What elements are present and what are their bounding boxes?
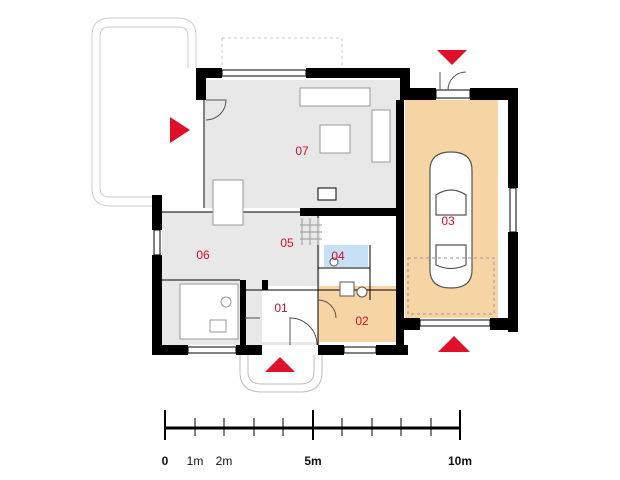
sink-icon <box>209 319 227 333</box>
scale-label-5m: 5m <box>304 454 321 468</box>
room-label-01: 01 <box>274 301 288 315</box>
bathroom-fixtures <box>329 257 368 298</box>
fireplace-icon <box>317 187 337 201</box>
furniture <box>179 87 391 340</box>
walls <box>152 68 518 355</box>
sofa-icon <box>299 87 371 107</box>
entrance-arrow-icon <box>437 50 467 65</box>
entrance-arrow-icon <box>265 357 295 372</box>
entry-porch <box>239 355 323 393</box>
toilet-icon <box>329 257 339 267</box>
room-label-05: 05 <box>280 236 294 250</box>
bathtub-icon <box>339 281 355 297</box>
entrance-arrows <box>170 50 470 372</box>
room-labels: 01 02 03 04 05 06 07 <box>196 144 455 328</box>
scale-label-2m: 2m <box>216 454 233 468</box>
kitchen-counter-icon <box>179 283 239 340</box>
sink-icon <box>356 286 368 298</box>
stove-icon <box>220 296 232 308</box>
entrance-arrow-icon <box>170 117 190 143</box>
scale-bar: 0 1m 2m 5m 10m <box>162 410 472 468</box>
table-icon <box>319 124 351 154</box>
stairs <box>300 218 322 245</box>
dining-table-icon <box>212 179 244 226</box>
windows <box>153 69 517 354</box>
terrace-outline <box>91 17 343 207</box>
car-icon <box>429 151 473 289</box>
room-label-03: 03 <box>441 214 455 228</box>
room-label-04: 04 <box>331 249 345 263</box>
scale-label-1m: 1m <box>187 454 204 468</box>
doors <box>205 71 467 346</box>
room-label-02: 02 <box>355 314 369 328</box>
entrance-arrow-icon <box>438 336 470 352</box>
scale-label-0: 0 <box>162 454 169 468</box>
room-label-06: 06 <box>196 248 210 262</box>
garage-markings <box>407 257 495 315</box>
scale-label-10m: 10m <box>448 454 472 468</box>
sofa-side-icon <box>371 109 391 163</box>
room-label-07: 07 <box>295 144 309 158</box>
